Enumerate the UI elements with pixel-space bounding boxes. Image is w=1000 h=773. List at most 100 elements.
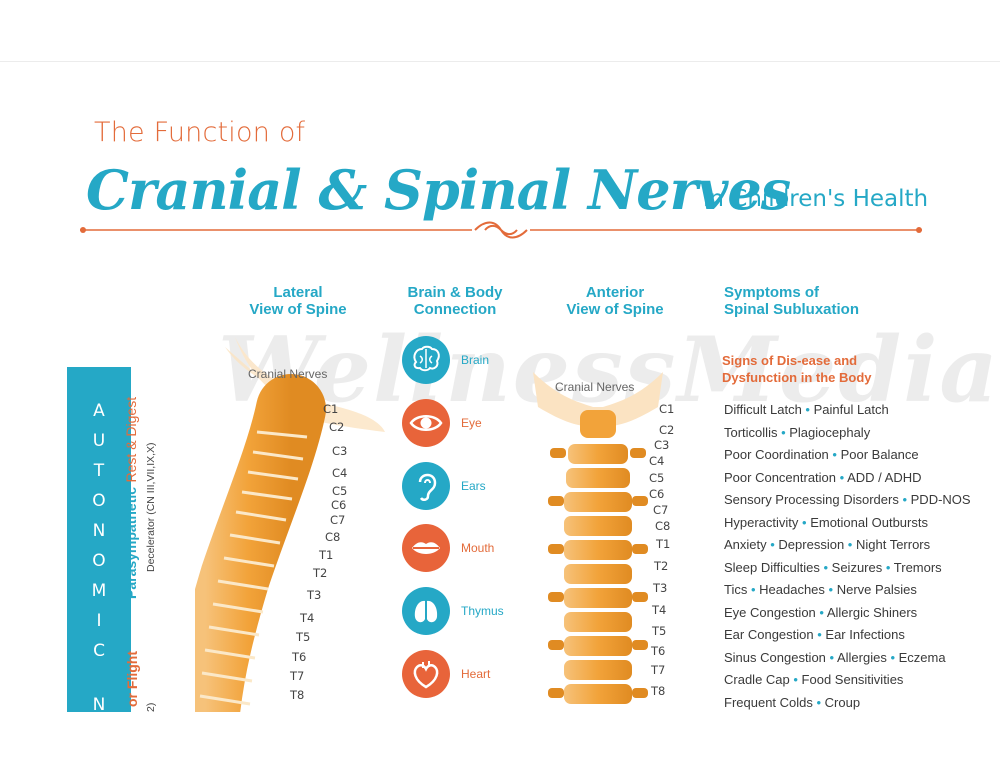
symptom-item: Difficult Latch xyxy=(724,402,802,417)
bullet-dot: • xyxy=(886,649,899,665)
symptom-item: Frequent Colds xyxy=(724,694,813,710)
autonomic-letter: U xyxy=(92,431,106,451)
bullet-dot: • xyxy=(789,672,802,687)
bullet-dot: • xyxy=(798,514,811,530)
symptom-row: Anxiety • Depression • Night Terrors xyxy=(724,537,930,552)
bullet-dot: • xyxy=(815,604,827,620)
autonomic-letter: M xyxy=(91,581,107,601)
lateral-label: C8 xyxy=(325,530,341,544)
symptom-row: Cradle Cap • Food Sensitivities xyxy=(724,672,903,687)
bullet-dot: • xyxy=(844,537,856,552)
symptom-item: Hyperactivity xyxy=(724,514,799,530)
symptom-row: Eye Congestion • Allergic Shiners xyxy=(724,605,917,620)
organ-label: Ears xyxy=(461,479,486,493)
symptom-row: Poor Concentration • ADD / ADHD xyxy=(724,470,921,485)
symptom-item: Food Sensitivities xyxy=(801,672,904,687)
mouth-icon xyxy=(402,524,450,572)
bullet-dot: • xyxy=(777,424,790,440)
bullet-dot: • xyxy=(812,694,825,710)
bullet-dot: • xyxy=(828,447,841,462)
lateral-label: T1 xyxy=(319,548,334,562)
anterior-label: C7 xyxy=(653,503,669,517)
symptom-item: Headaches xyxy=(759,582,825,597)
symptom-item: Night Terrors xyxy=(855,537,931,552)
flight-label: or Flight xyxy=(124,651,140,707)
symptom-item: Poor Coordination xyxy=(724,447,829,462)
organ-label: Brain xyxy=(461,353,490,367)
bullet-dot: • xyxy=(747,582,760,597)
poster: WellnessMedia The Function of Cranial & … xyxy=(0,61,1000,712)
bullet-dot: • xyxy=(801,402,814,417)
symptom-item: Tremors xyxy=(893,559,942,575)
symptom-item: Allergic Shiners xyxy=(826,604,918,620)
symptom-item: Poor Concentration xyxy=(724,469,837,485)
symptom-item: Plagiocephaly xyxy=(789,424,871,440)
symptom-row: Torticollis • Plagiocephaly xyxy=(724,425,870,440)
symptom-row: Difficult Latch • Painful Latch xyxy=(724,402,889,417)
symptom-item: Depression xyxy=(778,537,845,552)
parasympathetic-label: Parasympathetic Rest & Digest xyxy=(123,397,141,599)
lateral-label: C4 xyxy=(332,466,348,480)
autonomic-letter: A xyxy=(93,401,105,421)
anterior-label: C2 xyxy=(659,423,675,437)
autonomic-letter: C xyxy=(93,641,105,661)
autonomic-letter: N xyxy=(92,695,106,712)
lateral-label: C7 xyxy=(330,513,346,527)
lateral-label: C1 xyxy=(323,402,339,416)
anterior-label: T1 xyxy=(656,537,671,551)
header-brain: Brain & Body Connection xyxy=(395,284,515,318)
symptom-row: Tics • Headaches • Nerve Palsies xyxy=(724,582,917,597)
bullet-dot: • xyxy=(825,649,837,665)
parasympathetic-text: Parasympathetic xyxy=(123,486,139,599)
bullet-dot: • xyxy=(824,582,837,597)
symptom-item: Eye Congestion xyxy=(724,604,816,620)
symptom-row: Hyperactivity • Emotional Outbursts xyxy=(724,515,928,530)
organ-label: Thymus xyxy=(461,604,504,618)
anterior-label: C5 xyxy=(649,471,665,485)
header-brain-line2: Connection xyxy=(413,301,497,318)
autonomic-letter: O xyxy=(92,491,106,511)
symptom-item: ADD / ADHD xyxy=(847,469,922,485)
autonomic-bar: A U T O N O M I C N xyxy=(67,367,131,712)
organ-label: Eye xyxy=(461,416,482,430)
header-lateral-line2: View of Spine xyxy=(249,301,347,318)
header-symptoms: Symptoms of Spinal Subluxation xyxy=(724,284,924,318)
title-line-1: The Function of xyxy=(94,117,306,148)
anterior-label: T2 xyxy=(654,559,669,573)
header-lateral-line1: Lateral xyxy=(273,284,323,301)
title-divider xyxy=(80,221,922,239)
symptom-item: Ear Infections xyxy=(825,627,905,642)
signs-title-line2: Dysfunction in the Body xyxy=(722,370,872,385)
anterior-label: C3 xyxy=(654,438,670,452)
symptom-item: Allergies xyxy=(836,649,887,665)
lateral-label: T5 xyxy=(296,630,311,644)
symptom-item: Sleep Difficulties xyxy=(724,559,820,575)
lateral-spine-illustration xyxy=(195,337,385,712)
header-symptoms-line2: Spinal Subluxation xyxy=(724,301,860,318)
bullet-dot: • xyxy=(813,627,826,642)
symptom-item: Cradle Cap xyxy=(724,672,790,687)
symptom-row: Frequent Colds • Croup xyxy=(724,695,860,710)
bullet-dot: • xyxy=(882,559,894,575)
ear-icon xyxy=(402,462,450,510)
symptom-item: Nerve Palsies xyxy=(836,582,917,597)
title-line-2: Cranial & Spinal Nerves xyxy=(86,158,791,222)
header-lateral: Lateral View of Spine xyxy=(238,284,358,318)
symptom-item: Seizures xyxy=(831,559,883,575)
anterior-label: T5 xyxy=(652,624,667,638)
decelerator-label: Decelerator (CN III,VII,IX,X) xyxy=(145,442,157,572)
thymus-icon xyxy=(402,587,450,635)
lateral-label: C2 xyxy=(329,420,345,434)
brain-icon xyxy=(402,336,450,384)
symptom-row: Sleep Difficulties • Seizures • Tremors xyxy=(724,560,942,575)
autonomic-letter: O xyxy=(92,551,106,571)
lateral-label: T8 xyxy=(290,688,305,702)
anterior-label: C8 xyxy=(655,519,671,533)
lateral-label: T4 xyxy=(300,611,315,625)
flight-sub-label: 2) xyxy=(145,702,157,712)
symptom-row: Sensory Processing Disorders • PDD-NOS xyxy=(724,492,971,507)
bullet-dot: • xyxy=(836,469,848,485)
header-anterior-line2: View of Spine xyxy=(566,301,664,318)
anterior-label: C1 xyxy=(659,402,675,416)
symptom-item: Sinus Congestion xyxy=(724,649,826,665)
